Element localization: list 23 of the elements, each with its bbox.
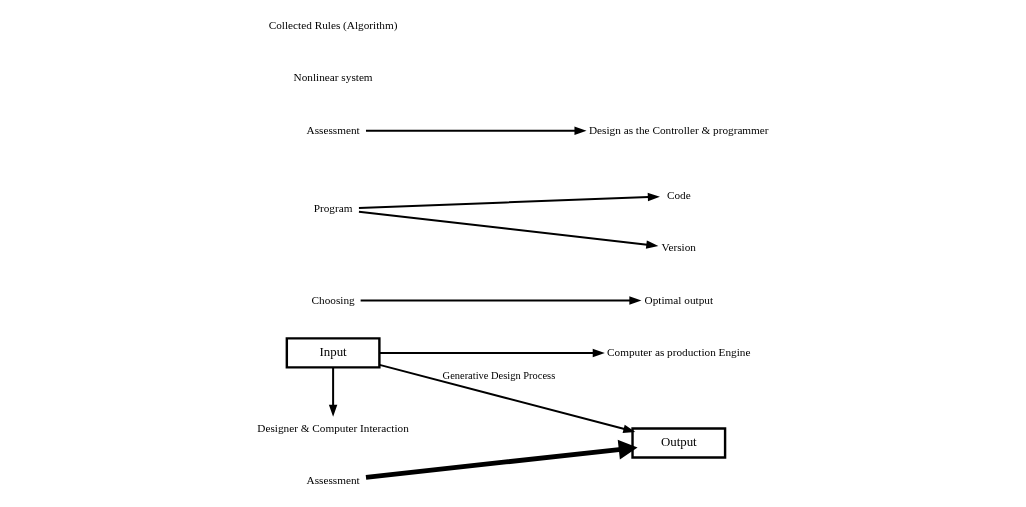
node-box: Output: [631, 427, 727, 459]
node-text: Choosing: [311, 293, 355, 306]
label: Collected Rules (Algorithm): [268, 19, 398, 32]
arrow: [365, 439, 638, 480]
arrow: [365, 126, 587, 135]
node-text: Assessment: [306, 123, 360, 136]
arrow: [379, 348, 605, 358]
arrow: [379, 363, 636, 433]
node-text: Program: [313, 201, 353, 214]
arrow: [328, 367, 338, 417]
node-text: Assessment: [306, 473, 360, 486]
node-text: Designer & Computer Interaction: [257, 421, 409, 434]
arrow: [358, 210, 659, 249]
node-text: Code: [666, 188, 691, 201]
node-text: Optimal output: [644, 293, 714, 306]
edge-label: Generative Design Process: [442, 369, 556, 381]
node-text: Design as the Controller & programmer: [588, 123, 769, 136]
arrow: [360, 296, 642, 305]
arrow: [358, 192, 660, 209]
label: Nonlinear system: [293, 71, 373, 84]
node-box: Input: [285, 337, 381, 369]
node-text: Version: [661, 241, 696, 254]
node-text: Computer as production Engine: [607, 345, 751, 358]
